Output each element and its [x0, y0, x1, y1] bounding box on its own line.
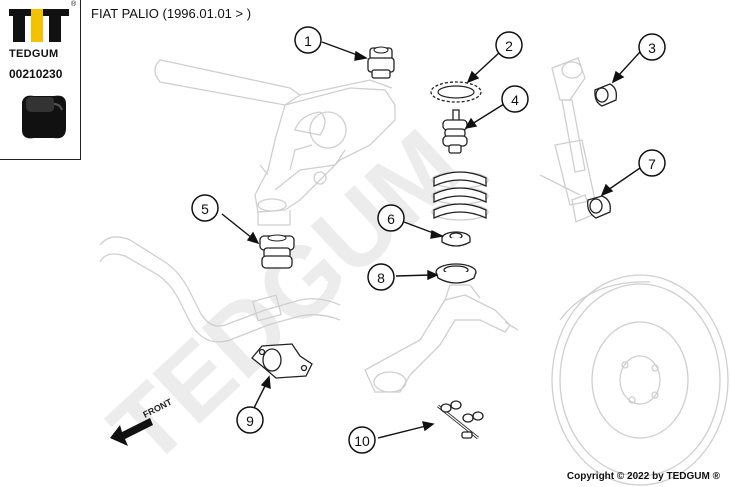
shock-absorber-outline: [539, 57, 596, 223]
callout-5: 5: [191, 194, 219, 222]
callout-number: 10: [354, 433, 370, 449]
callout-circle: [236, 406, 264, 434]
logo-panel: ® TEDGUM 00210230: [0, 0, 81, 160]
part-number: 00210230: [9, 67, 63, 81]
callout-9: 9: [236, 406, 264, 434]
bushing-thumbnail-icon: [22, 95, 66, 139]
part-8-lower-spring-pad: [435, 263, 477, 284]
coil-spring: [433, 171, 487, 220]
callout-number: 5: [201, 201, 209, 217]
callout-number: 3: [648, 40, 656, 56]
callout-10: 10: [348, 426, 376, 454]
callout-number: 6: [387, 211, 395, 227]
callout-number: 2: [505, 38, 513, 54]
part-2-spring-seat-ring: [430, 81, 482, 103]
callout-number: 8: [377, 270, 385, 286]
callout-3: 3: [638, 33, 666, 61]
callout-circle: [367, 263, 395, 291]
watermark-text: TEDGUM: [89, 109, 482, 486]
lower-arm-outline: [364, 284, 519, 393]
callout-circle: [348, 426, 376, 454]
part-1-upper-bushing: [367, 46, 395, 79]
vehicle-title: FIAT PALIO (1996.01.01 > ): [91, 6, 252, 21]
part-5-subframe-mount-bushing: [259, 234, 295, 269]
callout-circle: [294, 26, 322, 54]
callout-1: 1: [294, 26, 322, 54]
leader-arrows: [221, 41, 641, 439]
wheel-outline: [551, 274, 729, 486]
callout-8: 8: [367, 263, 395, 291]
callout-circle: [377, 204, 405, 232]
stabilizer-bar-outline: [99, 236, 341, 343]
callout-number: 1: [304, 33, 312, 49]
callout-7: 7: [638, 149, 666, 177]
subframe-outline: [154, 59, 396, 226]
callout-2: 2: [495, 31, 523, 59]
callout-number: 7: [648, 156, 656, 172]
callouts: 1 2 3 4 5 6 7 8 9 10: [191, 26, 666, 454]
brand-name: TEDGUM: [9, 48, 59, 60]
copyright-notice: Copyright © 2022 by TEDGUM ®: [566, 471, 720, 482]
callout-4: 4: [501, 85, 529, 113]
callout-circle: [638, 33, 666, 61]
tedgum-logo-icon: [9, 9, 69, 42]
part-3-shock-upper-bushing: [594, 83, 618, 107]
part-6-upper-spring-pad: [441, 231, 471, 247]
callout-6: 6: [377, 204, 405, 232]
callout-circle: [191, 194, 219, 222]
callout-number: 4: [511, 92, 519, 108]
watermark: TEDGUM: [89, 109, 482, 486]
callout-circle: [501, 85, 529, 113]
registered-mark: ®: [71, 1, 77, 8]
callout-circle: [638, 149, 666, 177]
part-4-bump-stop: [442, 109, 468, 154]
callout-circle: [495, 31, 523, 59]
callout-number: 9: [246, 413, 254, 429]
part-9-stabilizer-bushing: [251, 343, 313, 379]
part-7-shock-lower-bushing: [587, 195, 611, 219]
part-10-link-kit: [437, 400, 484, 440]
